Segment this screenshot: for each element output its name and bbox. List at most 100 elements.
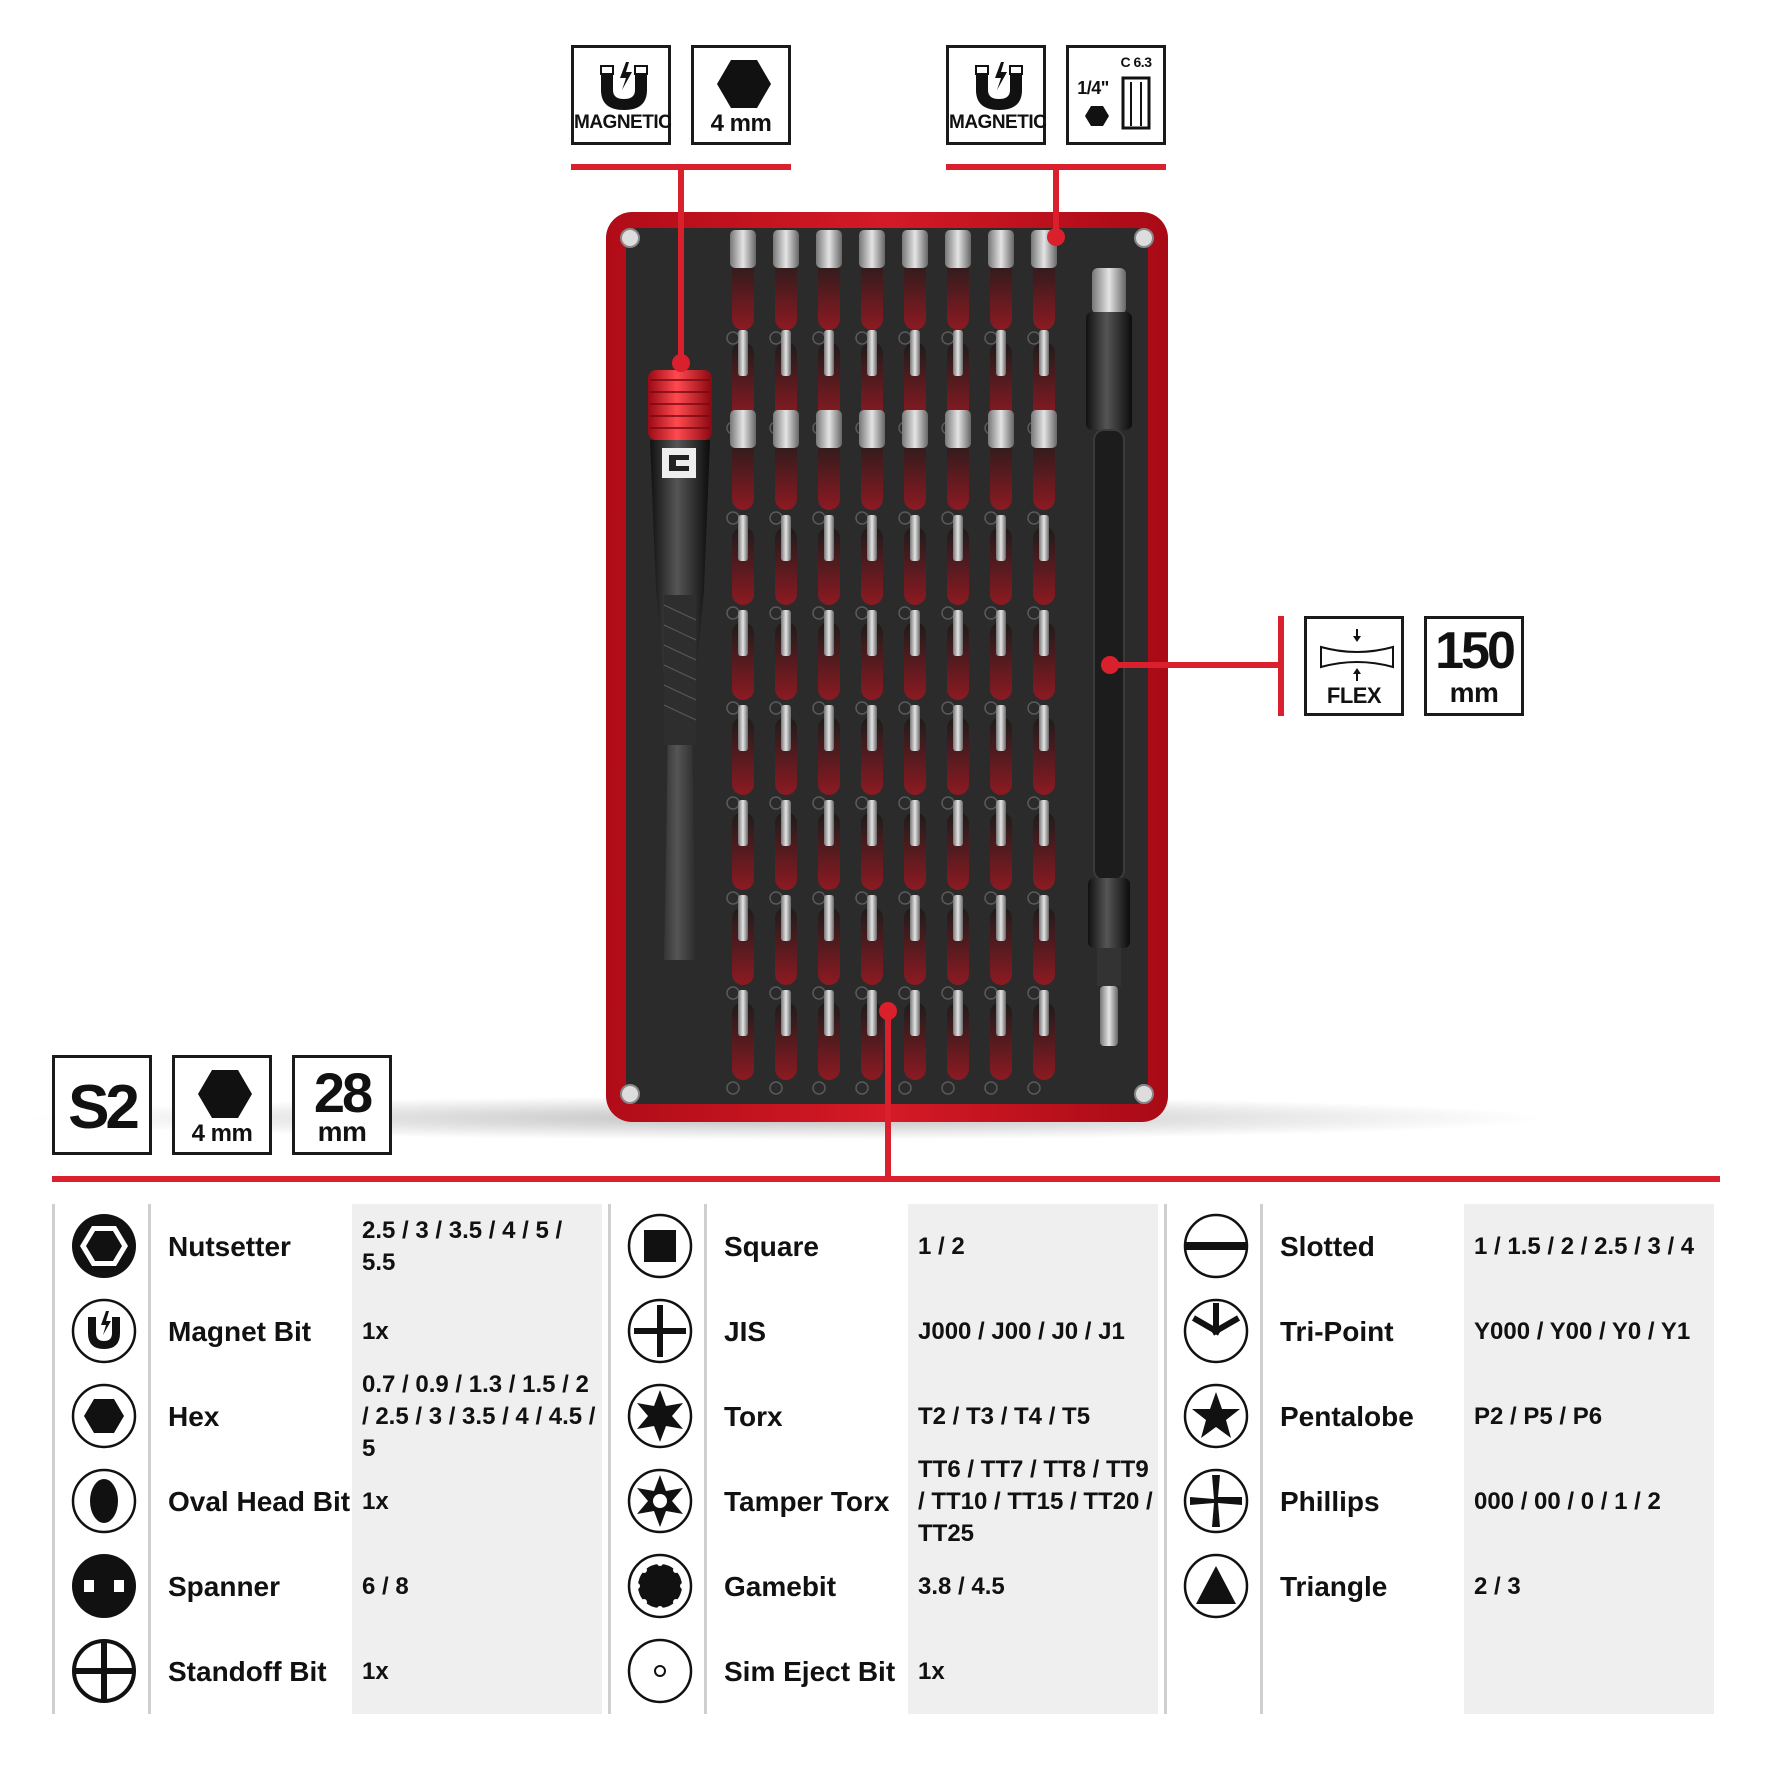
- column-divider: [52, 1204, 55, 1714]
- adapter-icon: [1085, 76, 1151, 130]
- screwdriver-bit: [867, 610, 877, 656]
- bit-slot: [947, 812, 969, 890]
- screwdriver-bit: [1031, 410, 1057, 448]
- bit-slot: [1033, 432, 1055, 510]
- screwdriver-bit: [730, 230, 756, 268]
- bit-type-name: Square: [724, 1231, 819, 1262]
- bit-type-marker: [855, 1081, 869, 1095]
- screwdriver-bit: [824, 705, 834, 751]
- connector-line: [1278, 616, 1284, 716]
- phillips-icon: [1183, 1468, 1249, 1534]
- screwdriver-bit: [738, 990, 748, 1036]
- bit-type-marker: [726, 1081, 740, 1095]
- screwdriver-bit: [953, 330, 963, 376]
- gamebit-icon: [627, 1553, 693, 1619]
- screwdriver-bit: [859, 230, 885, 268]
- bit-type-name: JIS: [724, 1316, 767, 1347]
- magnetic-label: MAGNETIC: [574, 112, 672, 133]
- connector-line: [1053, 164, 1059, 236]
- bit-sizes: 1x: [362, 1317, 389, 1345]
- bit-type-marker: [769, 1081, 783, 1095]
- bit-slot: [904, 342, 926, 420]
- connector-dot: [672, 354, 690, 372]
- bit-slot: [818, 342, 840, 420]
- screwdriver-bit: [910, 705, 920, 751]
- flex-icon: [1320, 629, 1394, 681]
- screwdriver-bit: [945, 410, 971, 448]
- screwdriver-bit: [781, 895, 791, 941]
- bit-slot: [818, 1002, 840, 1080]
- bit-type-name: Sim Eject Bit: [724, 1656, 896, 1687]
- bit-type-name: Tri-Point: [1280, 1316, 1394, 1347]
- screwdriver-bit: [816, 410, 842, 448]
- bit-slot: [732, 527, 754, 605]
- screwdriver-bit: [902, 410, 928, 448]
- screwdriver-bit: [996, 990, 1006, 1036]
- bit-slot: [861, 717, 883, 795]
- bit-sizes: P2 / P5 / P6: [1474, 1402, 1603, 1430]
- bit-slot: [775, 1002, 797, 1080]
- table-divider-line: [52, 1176, 1720, 1182]
- bit-slot: [1033, 717, 1055, 795]
- bit-length-badge: 28 mm: [292, 1055, 392, 1155]
- screwdriver-bit: [781, 800, 791, 846]
- magnetic-badge: MAGNETIC: [946, 45, 1047, 145]
- bit-slot: [775, 432, 797, 510]
- bit-slot: [732, 1002, 754, 1080]
- screwdriver-bit: [953, 990, 963, 1036]
- bit-slot: [904, 527, 926, 605]
- pentalobe-icon: [1183, 1383, 1249, 1449]
- bit-slot: [904, 432, 926, 510]
- flex-badge: FLEX: [1304, 616, 1404, 716]
- bit-type-marker: [812, 1081, 826, 1095]
- bit-type-name: Gamebit: [724, 1571, 837, 1602]
- tamper-torx-icon: [627, 1468, 693, 1534]
- screwdriver-bit: [910, 330, 920, 376]
- screwdriver-bit: [730, 410, 756, 448]
- bit-sizes: 0.7 / 0.9 / 1.3 / 1.5 / 2 / 2.5 / 3 / 3.…: [362, 1370, 596, 1462]
- hex-4mm-badge: 4 mm: [691, 45, 791, 145]
- bit-slot: [947, 252, 969, 330]
- screwdriver-bit: [859, 410, 885, 448]
- screwdriver-bit: [910, 515, 920, 561]
- bit-slot: [947, 527, 969, 605]
- bit-slot: [732, 812, 754, 890]
- bit-slot: [904, 622, 926, 700]
- bit-sizes: Y000 / Y00 / Y0 / Y1: [1474, 1317, 1691, 1345]
- bit-slot: [1033, 907, 1055, 985]
- screwdriver-bit: [781, 330, 791, 376]
- bit-sizes: J000 / J00 / J0 / J1: [918, 1317, 1125, 1345]
- screwdriver-bit: [867, 330, 877, 376]
- bit-type-name: Pentalobe: [1280, 1401, 1414, 1432]
- screwdriver-bit: [910, 610, 920, 656]
- bit-slot: [775, 717, 797, 795]
- bit-type-name: Oval Head Bit: [168, 1486, 351, 1517]
- screwdriver-bit: [1039, 515, 1049, 561]
- bit-type-marker: [1027, 1081, 1041, 1095]
- screwdriver-bit: [824, 610, 834, 656]
- values-background: [908, 1204, 1158, 1714]
- screwdriver-bit: [867, 515, 877, 561]
- bit-sizes: 000 / 00 / 0 / 1 / 2: [1474, 1487, 1661, 1515]
- bit-slot: [732, 432, 754, 510]
- hexagon-outline-icon: [72, 1214, 136, 1278]
- bit-slot: [1033, 1002, 1055, 1080]
- bit-row: JIS J000 / J00 / J0 / J1: [608, 1289, 1164, 1374]
- bit-slot: [904, 252, 926, 330]
- s2-steel-badge: S2: [52, 1055, 152, 1155]
- bit-slot: [818, 812, 840, 890]
- screwdriver-bit: [816, 230, 842, 268]
- bit-sizes: 1x: [362, 1657, 389, 1685]
- bit-slot: [818, 907, 840, 985]
- bit-slot: [861, 342, 883, 420]
- magnet-icon: [975, 62, 1023, 110]
- bit-slot: [990, 812, 1012, 890]
- bit-slot: [818, 622, 840, 700]
